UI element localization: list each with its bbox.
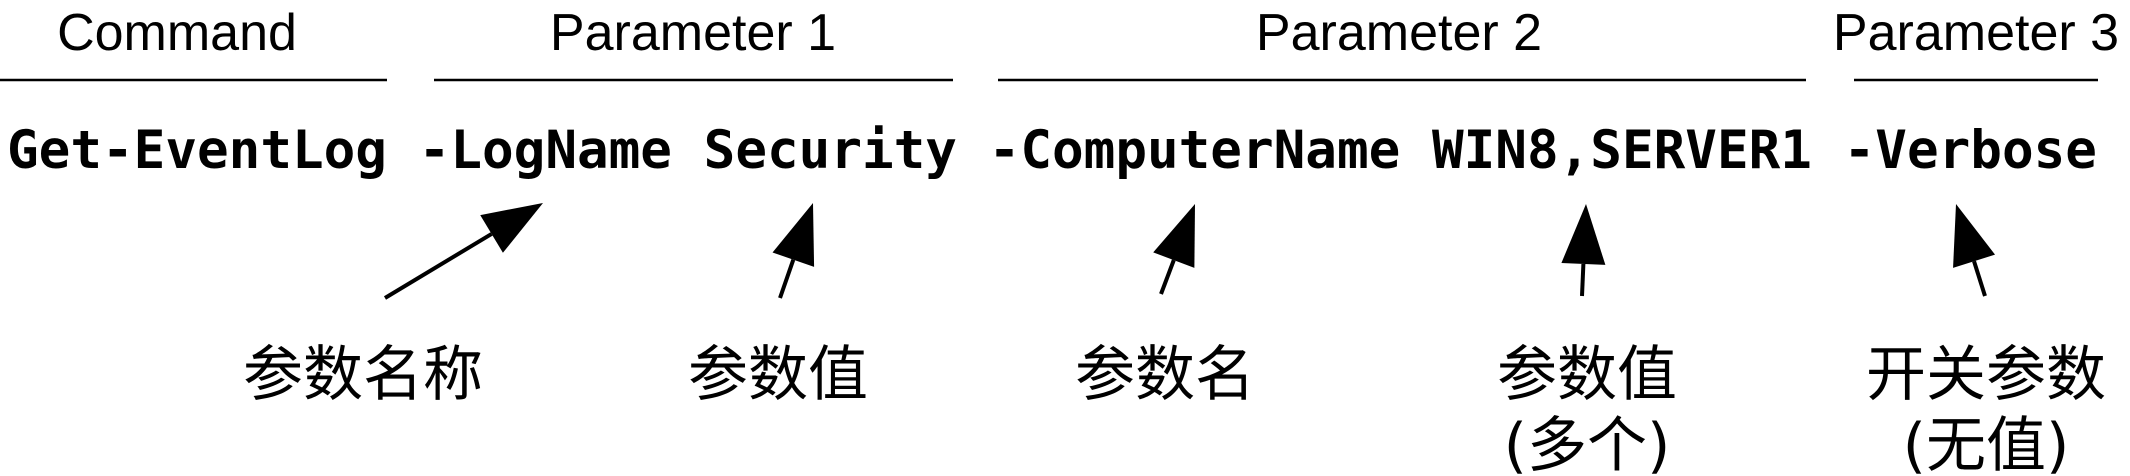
code-param1-value: Security — [704, 120, 957, 181]
code-command: Get-EventLog — [7, 120, 387, 181]
label-param-value-multi-line1: 参数值 — [1497, 340, 1677, 410]
code-param3-switch: -Verbose — [1844, 120, 2097, 181]
command-line: Get-EventLog -LogName Security -Computer… — [7, 120, 2097, 181]
header-command: Command — [57, 4, 297, 62]
arrow-to-param2-value-shaft — [1580, 263, 1586, 297]
arrow-to-param1-name-head-icon — [480, 203, 543, 253]
arrows — [383, 203, 1996, 300]
label-param-value-multi-line2: (多个) — [1504, 411, 1671, 476]
arrow-to-param2-value-head-icon — [1561, 204, 1606, 265]
arrow-to-param2-name-shaft — [1159, 259, 1176, 295]
label-param-name: 参数名 — [1075, 340, 1255, 410]
arrow-to-param1-value-head-icon — [772, 203, 815, 267]
label-param-value: 参数值 — [688, 340, 868, 410]
header-parameter-1: Parameter 1 — [550, 4, 836, 62]
code-param1-name: -LogName — [419, 120, 672, 181]
label-param-name-full: 参数名称 — [243, 340, 483, 410]
header-parameter-2: Parameter 2 — [1256, 4, 1542, 62]
arrow-to-param1-name-shaft — [383, 232, 493, 300]
arrow-to-param3-switch-head-icon — [1953, 204, 1996, 268]
label-switch-param-line2: (无值) — [1903, 411, 2070, 476]
arrow-to-param3-switch-shaft — [1972, 260, 1987, 297]
arrow-to-param1-value-shaft — [778, 259, 796, 299]
code-param2-name: -ComputerName — [989, 120, 1401, 181]
label-switch-param-line1: 开关参数 — [1866, 340, 2106, 410]
header-parameter-3: Parameter 3 — [1833, 4, 2119, 62]
code-param2-value: WIN8,SERVER1 — [1432, 120, 1812, 181]
arrow-to-param2-name-head-icon — [1153, 204, 1195, 268]
